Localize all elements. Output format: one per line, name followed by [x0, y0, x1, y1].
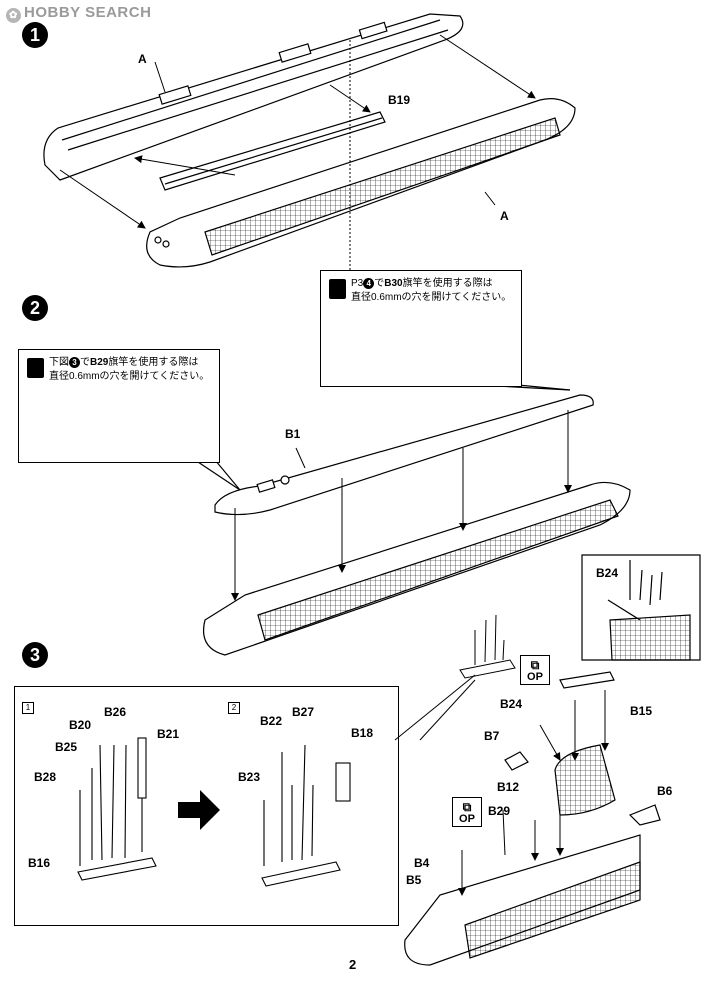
label-a-bottom: A [500, 209, 509, 223]
step3-sail-tower [504, 671, 661, 826]
optional-icon: ⧉ [530, 658, 540, 672]
label-b5: B5 [406, 873, 422, 887]
label-b7: B7 [484, 729, 500, 743]
step3-final-hull [404, 834, 641, 966]
label-b1: B1 [285, 427, 301, 441]
subassembly-box [14, 686, 399, 926]
label-b18: B18 [351, 726, 374, 740]
label-b20: B20 [69, 718, 92, 732]
label-a-top: A [138, 52, 147, 66]
label-b26: B26 [104, 705, 127, 719]
step-1-badge: 1 [22, 22, 48, 48]
drill-icon [329, 279, 346, 299]
label-b28: B28 [34, 770, 57, 784]
step-2-badge: 2 [22, 295, 48, 321]
label-b15: B15 [630, 704, 653, 718]
hobbysearch-logo-icon: ✿ [6, 8, 21, 23]
watermark-text: HOBBY SEARCH [24, 4, 152, 21]
step1-b19-rail [159, 111, 386, 191]
inset-tower-detail [581, 554, 701, 661]
optional-parts-badge-bottom: ⧉OP [452, 797, 482, 827]
step-3-badge: 3 [22, 642, 48, 668]
sub1-sprues [77, 737, 157, 881]
optional-parts-badge-top: ⧉OP [520, 655, 550, 685]
label-b6: B6 [657, 784, 673, 798]
optional-icon: ⧉ [462, 800, 472, 814]
label-b24: B24 [500, 697, 523, 711]
label-b19: B19 [388, 93, 411, 107]
label-b27: B27 [292, 705, 315, 719]
label-b4: B4 [414, 856, 430, 870]
label-inset-b24: B24 [596, 566, 619, 580]
label-b16: B16 [28, 856, 51, 870]
note-left-line2: 直径0.6mmの穴を開けてください。 [49, 371, 210, 382]
step1-lower-hull [146, 98, 576, 268]
sub1-number: 1 [22, 702, 34, 714]
step2-hull [203, 481, 631, 656]
sub2-sprues [261, 744, 351, 887]
step-ref-circle: 3 [69, 357, 80, 368]
label-b23: B23 [238, 770, 261, 784]
step2-deck-b1 [214, 394, 594, 516]
label-b22: B22 [260, 714, 283, 728]
drill-icon [27, 358, 44, 378]
step3-mast-cluster [459, 614, 516, 679]
page-number: 2 [349, 957, 357, 972]
label-b29: B29 [488, 804, 511, 818]
label-b12: B12 [497, 780, 520, 794]
watermark: ✿HOBBY SEARCH [6, 4, 151, 23]
label-b21: B21 [157, 727, 180, 741]
arrow-sub1-to-sub2 [178, 790, 220, 830]
step1-upper-deck [43, 13, 464, 181]
step-ref-circle: 4 [363, 278, 375, 289]
label-b25: B25 [55, 740, 78, 754]
sub2-number: 2 [228, 702, 240, 714]
note-right-line2: 直径0.6mmの穴を開けてください。 [351, 292, 512, 303]
